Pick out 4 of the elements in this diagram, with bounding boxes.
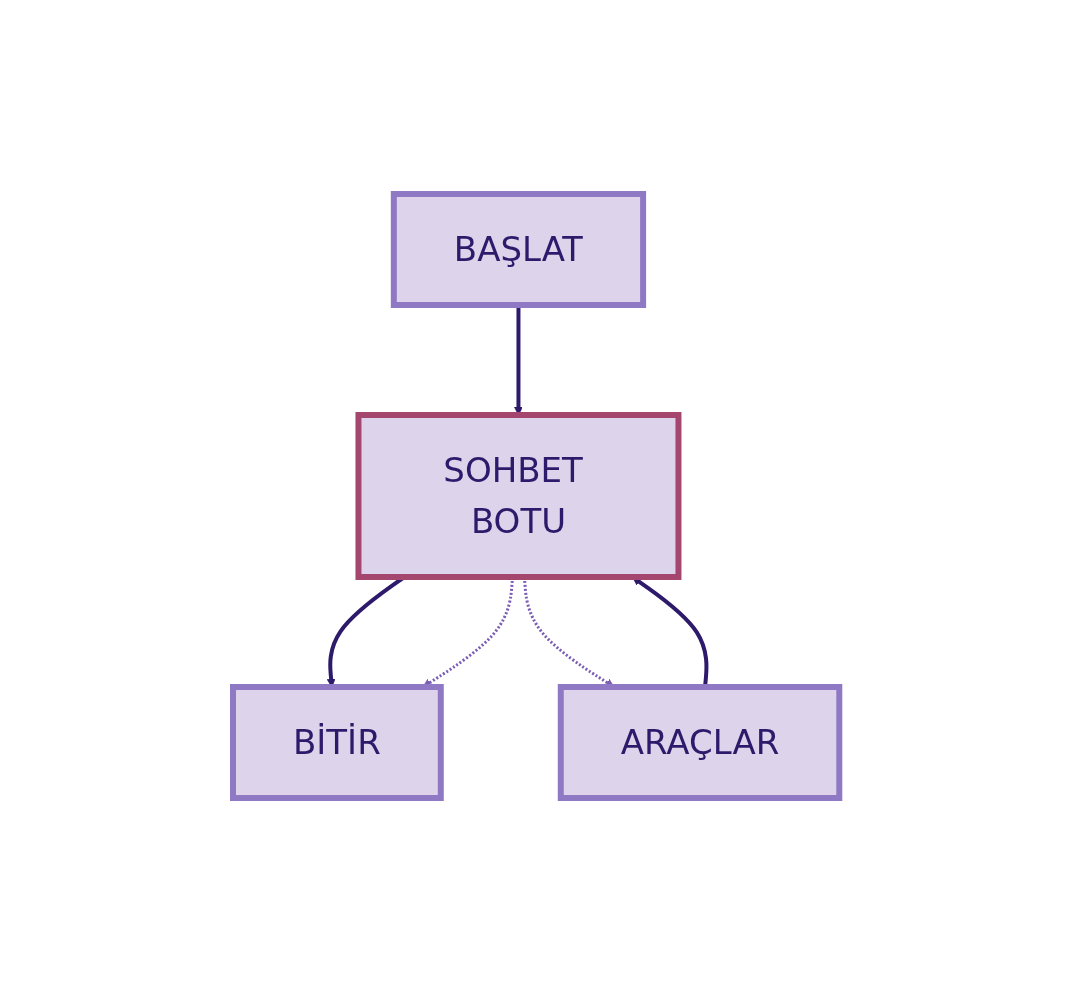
node-box: BİTİR <box>229 684 444 801</box>
node-box: BAŞLAT <box>390 191 646 308</box>
node-box: SOHBET BOTU <box>355 412 682 580</box>
node-box: ARAÇLAR <box>557 684 843 801</box>
